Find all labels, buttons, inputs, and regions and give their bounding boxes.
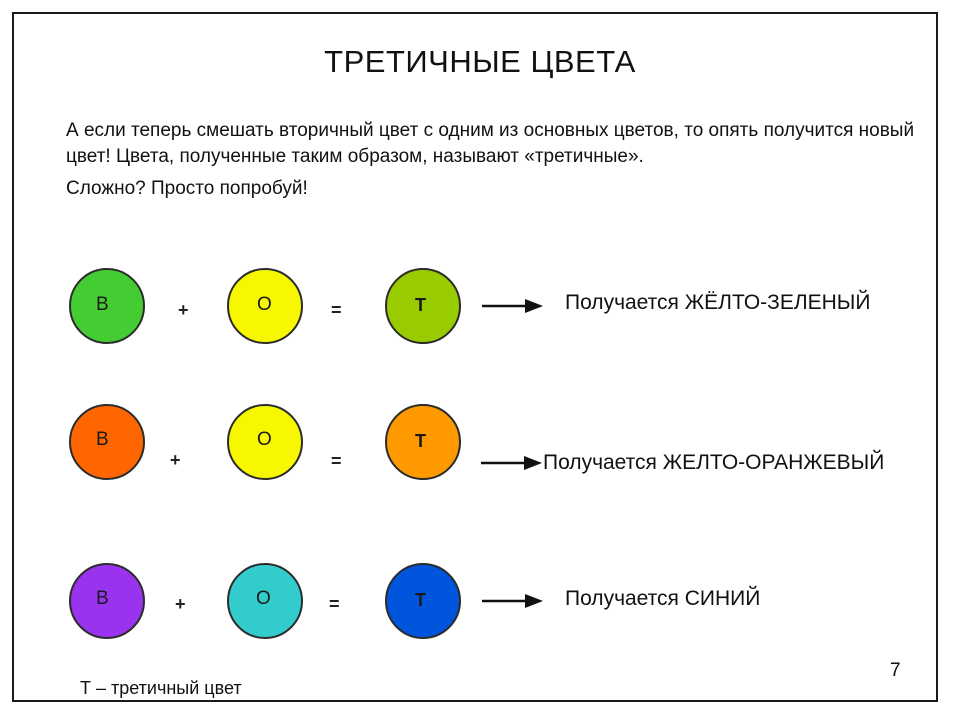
primary-color-circle: [227, 563, 303, 639]
equals-sign: =: [331, 300, 342, 320]
legend-note: Т – третичный цвет: [80, 678, 242, 698]
secondary-color-circle: [69, 563, 145, 639]
plus-sign: +: [170, 450, 181, 470]
secondary-letter: В: [96, 429, 109, 450]
intro-paragraph: А если теперь смешать вторичный цвет с о…: [66, 120, 915, 167]
result-label: Получается ЖЕЛТО-ОРАНЖЕВЫЙ: [543, 451, 885, 474]
arrow-icon: [481, 456, 542, 470]
tertiary-color-circle: [385, 404, 461, 480]
equals-sign: =: [329, 594, 340, 614]
intro-question: Сложно? Просто попробуй!: [66, 178, 308, 199]
tertiary-color-circle: [385, 268, 461, 344]
secondary-letter: В: [96, 294, 109, 315]
tertiary-letter: Т: [415, 295, 426, 315]
equals-sign: =: [331, 451, 342, 471]
arrow-icon: [482, 594, 543, 608]
primary-letter: О: [257, 294, 272, 315]
slide-frame: [12, 12, 938, 702]
primary-letter: О: [256, 588, 271, 609]
slide-title: ТРЕТИЧНЫЕ ЦВЕТА: [324, 44, 636, 79]
secondary-color-circle: [69, 404, 145, 480]
result-label: Получается ЖЁЛТО-ЗЕЛЕНЫЙ: [565, 291, 871, 314]
tertiary-letter: Т: [415, 431, 426, 451]
page-number: 7: [890, 660, 901, 681]
primary-color-circle: [227, 404, 303, 480]
tertiary-letter: Т: [415, 590, 426, 610]
primary-color-circle: [227, 268, 303, 344]
primary-letter: О: [257, 429, 272, 450]
arrow-icon: [482, 299, 543, 313]
plus-sign: +: [175, 594, 186, 614]
secondary-letter: В: [96, 588, 109, 609]
result-label: Получается СИНИЙ: [565, 587, 761, 610]
plus-sign: +: [178, 300, 189, 320]
secondary-color-circle: [69, 268, 145, 344]
intro-text: А если теперь смешать вторичный цвет с о…: [66, 118, 916, 202]
tertiary-color-circle: [385, 563, 461, 639]
